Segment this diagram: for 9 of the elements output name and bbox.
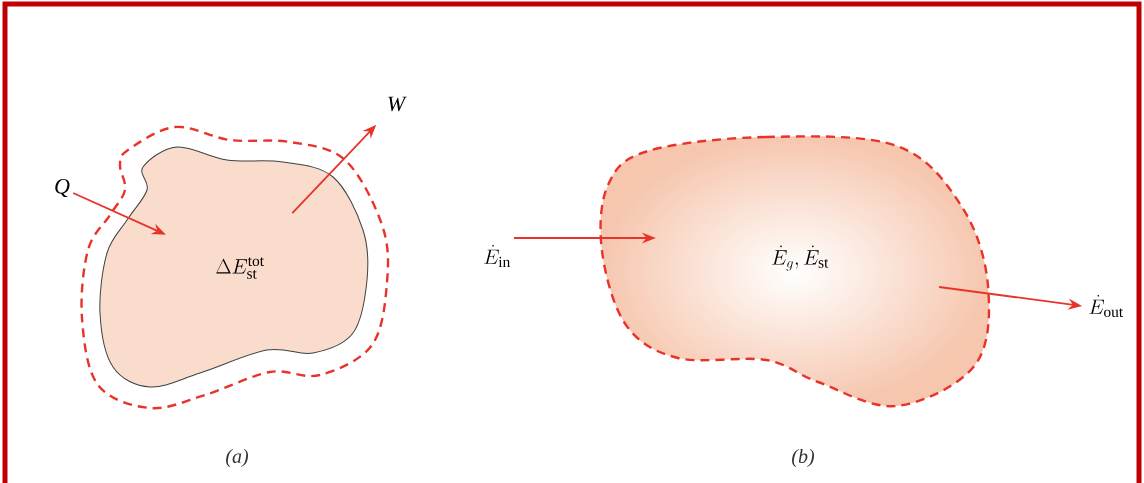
system-region: $\Delta E_{\mathrm{st}}^{\mathrm{tot}}$ bbox=[99, 146, 369, 388]
panel-label: (a) bbox=[226, 448, 249, 468]
variable-label: $\dot{E}_{\mathrm{in}}$ bbox=[484, 245, 511, 267]
variable-label: Q bbox=[55, 178, 70, 198]
variable-label: W bbox=[388, 96, 407, 112]
panel-label: (b) bbox=[792, 448, 815, 468]
control-surface bbox=[80, 125, 390, 410]
control-volume: $\dot{E}_{g}, \dot{E}_{\mathrm{st}}$ bbox=[599, 135, 991, 408]
variable-label: $\dot{E}_{\mathrm{out}}$ bbox=[1089, 294, 1123, 318]
